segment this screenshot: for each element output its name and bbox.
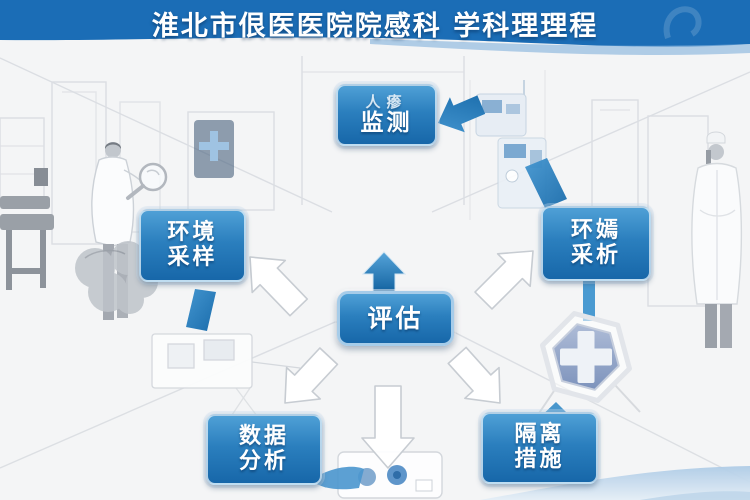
arrow-down-right xyxy=(447,346,501,404)
page-title: 淮北市佷医医院院感科 学科理理程 xyxy=(151,11,599,42)
node-label-line: 采析 xyxy=(570,242,621,268)
node-label-line: 监测 xyxy=(360,109,413,136)
lab-analyzer-sketch xyxy=(151,333,301,421)
node-label-line: 评估 xyxy=(367,303,424,333)
arrow-down-center xyxy=(361,385,415,469)
node-label-line: 环嫣 xyxy=(570,217,621,243)
bottom-wave xyxy=(480,466,750,500)
tablet-cross-screen xyxy=(194,120,234,178)
node-label-line: 人瘆 xyxy=(365,92,408,111)
title-banner xyxy=(0,0,750,55)
node-label-line: 隔离 xyxy=(514,422,565,448)
medical-cross-icon xyxy=(199,131,229,161)
arrow-up-left xyxy=(249,256,309,317)
flow-node-data-analysis: 数据 分析 xyxy=(206,414,322,485)
node-label-line: 数据 xyxy=(238,423,289,449)
flow-node-isolation-measures: 隔离 措施 xyxy=(481,412,598,484)
medical-devices-sketch xyxy=(475,80,547,209)
node-label-line: 环境 xyxy=(167,219,218,245)
magnifier-icon xyxy=(126,162,168,200)
flow-node-environment-analysis: 环嫣 采析 xyxy=(541,206,651,281)
node-label-line: 采样 xyxy=(167,244,218,270)
banner-watermark xyxy=(663,6,702,39)
arrow-up-blue xyxy=(361,251,407,295)
waiting-chair-sketch xyxy=(0,168,54,290)
hexagon-medical-cross-badge xyxy=(528,311,641,429)
white-arrows xyxy=(249,250,534,469)
node-label-line: 措施 xyxy=(514,447,565,472)
flow-node-environment-sampling: 环境 采样 xyxy=(139,209,246,282)
flow-node-monitoring: 人瘆 监测 xyxy=(336,84,437,146)
doctor-right-sketch xyxy=(691,131,743,348)
flow-node-evaluation: 评估 xyxy=(337,291,454,346)
node-label-line: 分析 xyxy=(238,448,289,474)
arrow-up-right xyxy=(474,250,534,310)
cross-icon xyxy=(560,331,612,383)
arrow-down-left xyxy=(284,347,339,404)
